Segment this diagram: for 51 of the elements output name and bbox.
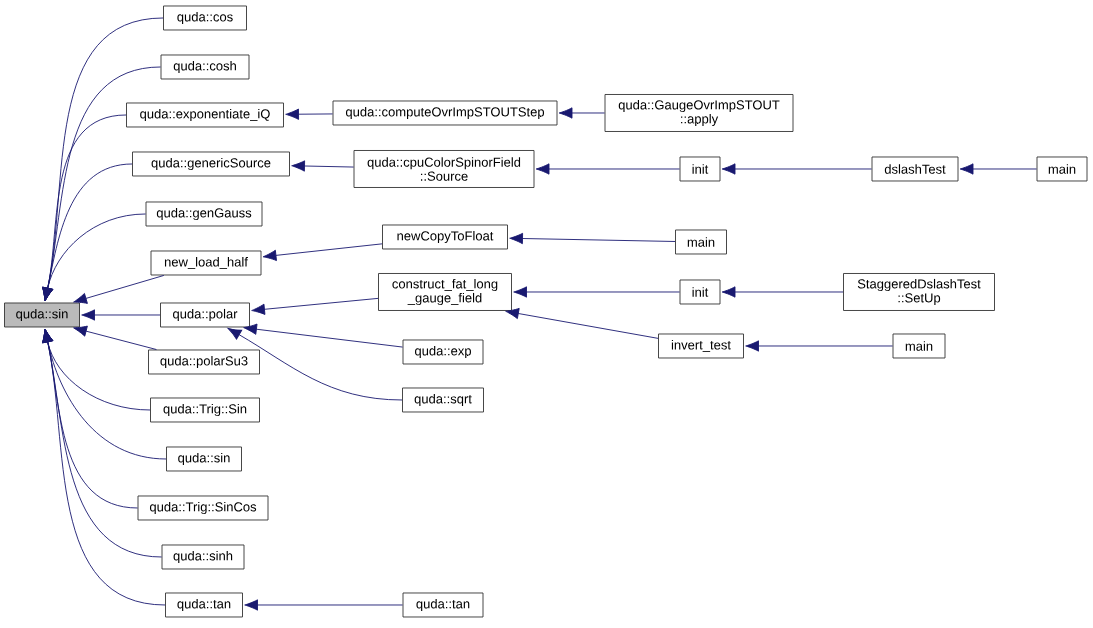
function-box: main [1036, 156, 1088, 182]
arrow [285, 108, 333, 120]
function-box: quda::polar [160, 302, 250, 328]
function-box: main [892, 333, 946, 359]
function-box: init [679, 156, 721, 182]
function-box: quda::sin [4, 302, 80, 328]
function-box: quda::sinh [161, 544, 245, 570]
function-box: quda::Trig::Sin [150, 397, 260, 423]
function-box: quda::tan [165, 592, 243, 618]
arrow [73, 275, 165, 304]
arrow [244, 599, 403, 611]
arrow [721, 286, 844, 298]
function-box: quda::cosh [160, 54, 250, 80]
function-box: quda::exponentiate_iQ [126, 102, 284, 128]
function-box: init [679, 279, 721, 305]
function-box: quda::sin [166, 446, 242, 472]
function-box: quda::genGauss [145, 201, 263, 227]
arrow [42, 213, 146, 302]
arrow [959, 163, 1037, 175]
arrow [73, 325, 157, 350]
function-box: newCopyToFloat [382, 224, 508, 250]
function-box: quda::sqrt [402, 387, 484, 413]
arrow [243, 323, 403, 348]
arrow [262, 243, 383, 261]
arrow [251, 297, 379, 315]
arrow [721, 163, 872, 175]
arrow [509, 232, 676, 245]
function-box: quda::Trig::SinCos [137, 495, 269, 521]
function-box: quda::exp [402, 339, 484, 365]
function-box: quda::GaugeOvrImpSTOUT ::apply [604, 94, 794, 132]
function-box: main [675, 229, 727, 255]
function-box: quda::computeOvrImpSTOUTStep [332, 100, 558, 126]
function-box: new_load_half [150, 250, 262, 276]
function-box: construct_fat_long _gauge_field [378, 273, 512, 311]
arrow [745, 340, 893, 352]
arrow [558, 107, 605, 119]
arrow [513, 286, 680, 298]
function-box: quda::tan [402, 592, 484, 618]
arrow [227, 327, 403, 401]
function-box: quda::cpuColorSpinorField ::Source [353, 150, 535, 188]
function-box: StaggeredDslashTest ::SetUp [843, 273, 995, 311]
function-box: invert_test [658, 333, 744, 359]
arrow [505, 307, 659, 339]
function-box: dslashTest [871, 156, 959, 182]
arrow [535, 163, 680, 175]
function-box: quda::polarSu3 [148, 349, 260, 375]
arrow [291, 160, 354, 172]
arrow [81, 309, 161, 321]
function-box: quda::cos [163, 5, 247, 31]
arrow [42, 328, 166, 606]
function-box: quda::genericSource [132, 151, 290, 177]
